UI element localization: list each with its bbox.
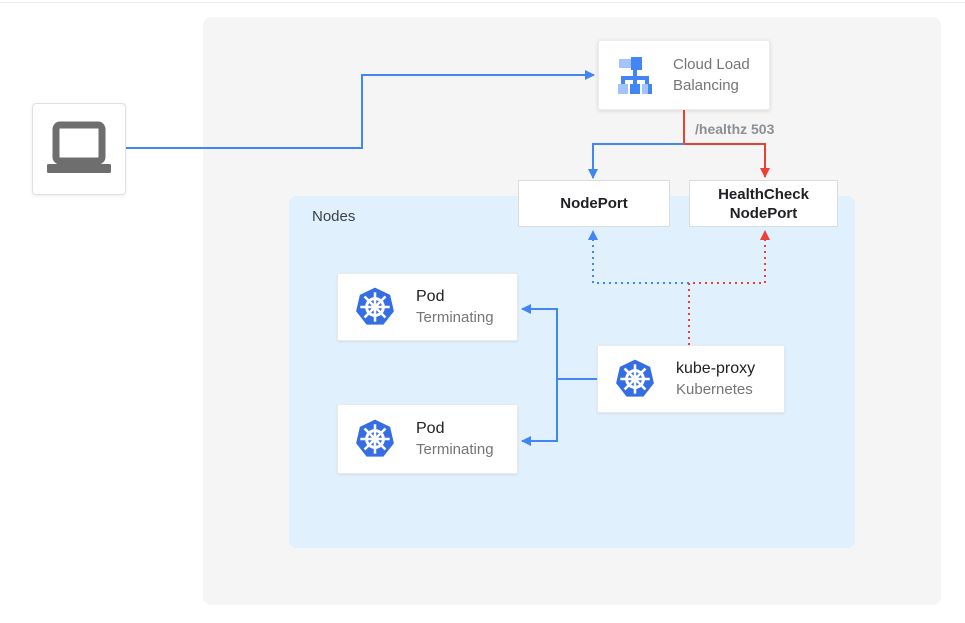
nodeport-node: NodePort: [518, 180, 670, 227]
kubernetes-icon: [614, 358, 656, 400]
pod-2-status: Terminating: [416, 441, 494, 458]
pod-1-title: Pod: [416, 288, 445, 305]
healthz-status-label: /healthz 503: [695, 121, 775, 137]
cloud-load-balancing-label: Cloud Load Balancing: [673, 56, 750, 94]
pod-1-node: Pod Terminating: [337, 273, 518, 341]
cloud-load-balancing-node: Cloud Load Balancing: [598, 40, 770, 110]
client-node: [32, 103, 126, 195]
kubernetes-icon: [354, 286, 396, 328]
pod-2-title: Pod: [416, 420, 445, 437]
pod-2-node: Pod Terminating: [337, 404, 518, 474]
kube-proxy-title: kube-proxy: [676, 360, 756, 377]
kube-proxy-subtitle: Kubernetes: [676, 381, 753, 398]
load-balancer-icon: [612, 52, 658, 98]
nodes-group-label: Nodes: [312, 208, 356, 225]
healthcheck-nodeport-label: HealthCheck NodePort: [718, 185, 809, 222]
laptop-icon: [46, 121, 112, 177]
healthcheck-nodeport-node: HealthCheck NodePort: [689, 180, 838, 227]
top-divider: [0, 2, 965, 3]
nodeport-label: NodePort: [560, 195, 628, 212]
kube-proxy-node: kube-proxy Kubernetes: [597, 345, 785, 413]
kubernetes-icon: [354, 418, 396, 460]
pod-1-status: Terminating: [416, 309, 494, 326]
